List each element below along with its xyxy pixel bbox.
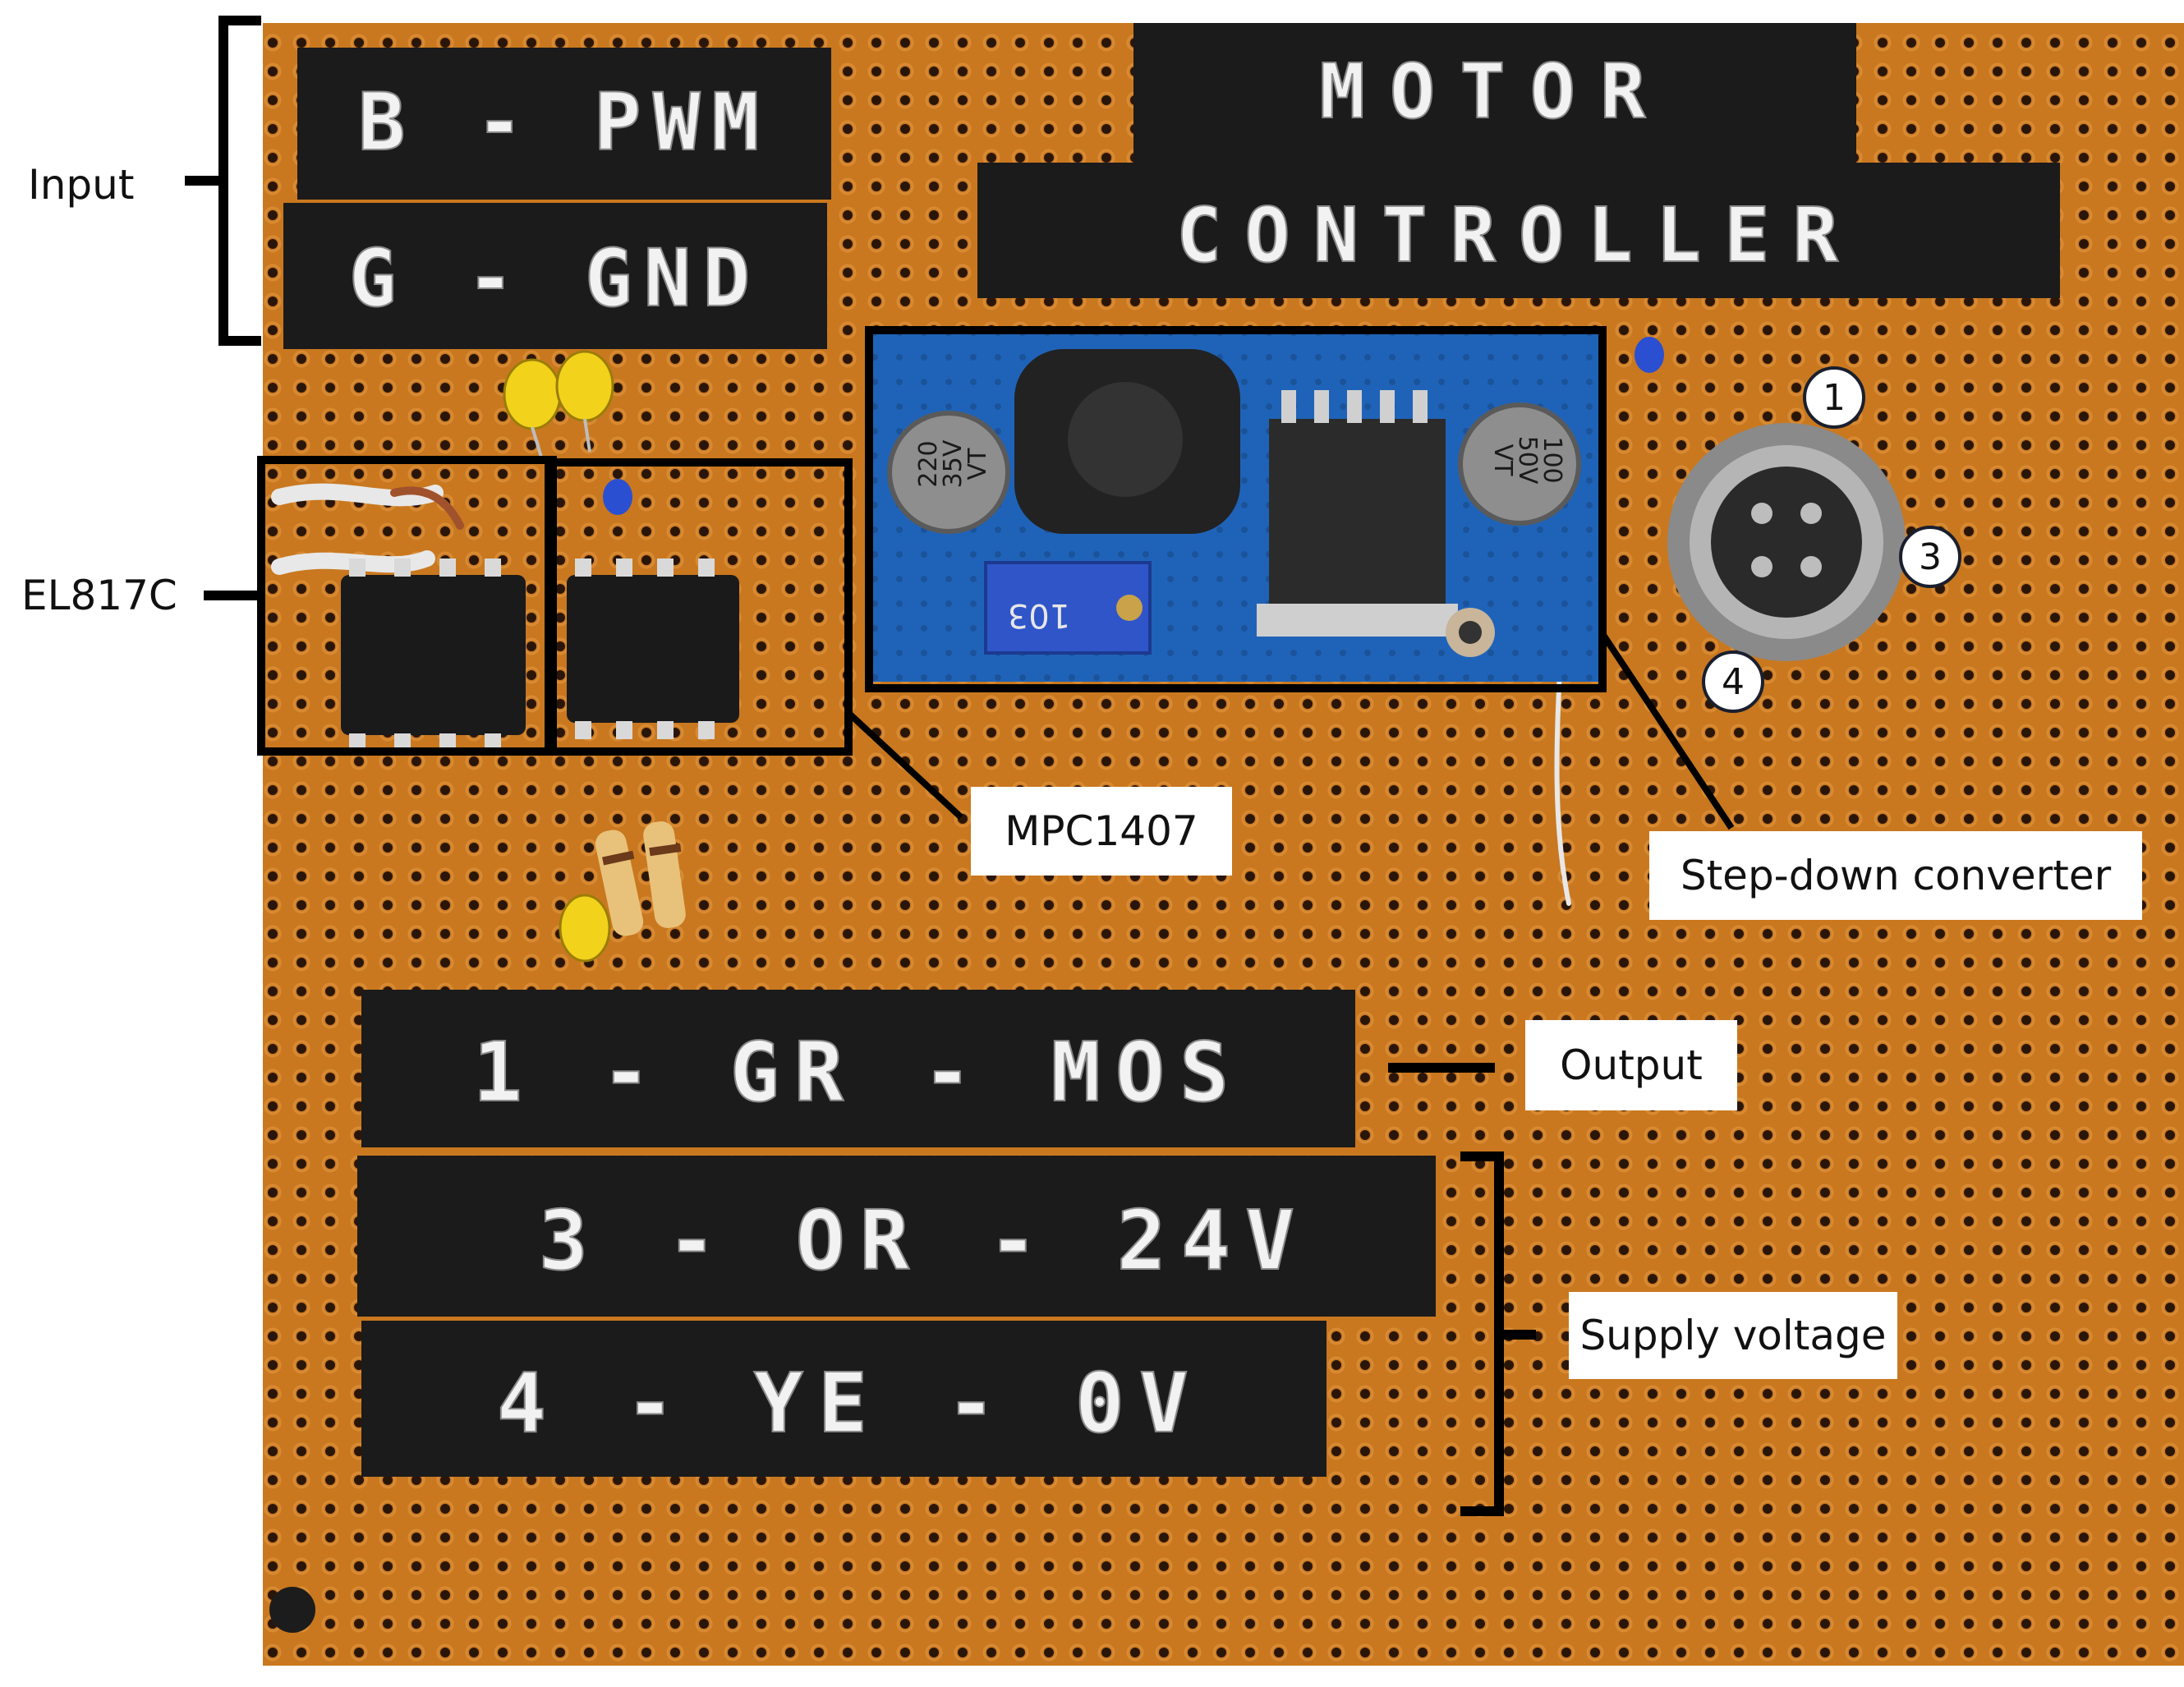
mounting-screw: [269, 1587, 315, 1633]
tape-line-3: 3 - OR - 24V: [357, 1156, 1436, 1317]
el817c-label: EL817C: [21, 572, 177, 619]
tape-controller-text: CONTROLLER: [1176, 191, 1861, 279]
pin-badge-1: 1: [1803, 366, 1865, 429]
tape-g-gnd-text: G - GND: [349, 232, 762, 324]
cap-right-brand: VT: [1488, 444, 1517, 477]
mpc1407-frame: [545, 458, 853, 756]
output-label: Output: [1525, 1020, 1737, 1110]
tape-motor: MOTOR: [1133, 23, 1856, 163]
tape-line-1: 1 - GR - MOS: [361, 990, 1355, 1147]
input-label: Input: [28, 161, 135, 209]
input-bracket: [185, 16, 261, 346]
step-down-converter-module: 220 35V VT 100 50V VT 103: [871, 333, 1603, 682]
ic-mpc1407: [567, 559, 739, 739]
tape-b-pwm: B - PWM: [297, 48, 831, 200]
tape-motor-text: MOTOR: [1320, 48, 1671, 136]
blue-capacitor-left: [603, 479, 632, 515]
supply-voltage-label: Supply voltage: [1569, 1292, 1897, 1379]
cap-left-voltage: 35V: [939, 439, 968, 488]
tape-b-pwm-text: B - PWM: [358, 76, 771, 168]
cap-right-voltage: 50V: [1513, 436, 1542, 485]
mpc1407-label: MPC1407: [971, 787, 1232, 876]
cap-left-value: 220: [914, 440, 943, 487]
tape-controller: CONTROLLER: [977, 163, 2060, 298]
converter-leader: [1598, 630, 1735, 830]
tape-line-3-text: 3 - OR - 24V: [539, 1193, 1309, 1289]
cap-left-brand: VT: [963, 448, 992, 480]
blue-capacitor-right: [1635, 337, 1664, 373]
yellow-capacitors-input: [503, 350, 614, 461]
pin-badge-4: 4: [1702, 650, 1764, 713]
ic-el817c: [341, 559, 526, 752]
tape-line-4: 4 - YE - 0V: [361, 1321, 1326, 1477]
mpc1407-leader: [846, 710, 963, 820]
resistors: [559, 821, 686, 963]
pin-badge-3: 3: [1899, 526, 1961, 588]
pot-value: 103: [1008, 596, 1070, 634]
step-down-converter-label: Step-down converter: [1649, 831, 2142, 920]
supply-bracket: [1460, 1151, 1536, 1516]
tape-line-1-text: 1 - GR - MOS: [473, 1024, 1244, 1120]
cap-right-value: 100: [1538, 436, 1566, 483]
converter-frame: [865, 326, 1607, 692]
circular-connector: [1667, 423, 1906, 661]
tape-line-4-text: 4 - YE - 0V: [497, 1355, 1203, 1451]
tape-g-gnd: G - GND: [283, 203, 827, 349]
